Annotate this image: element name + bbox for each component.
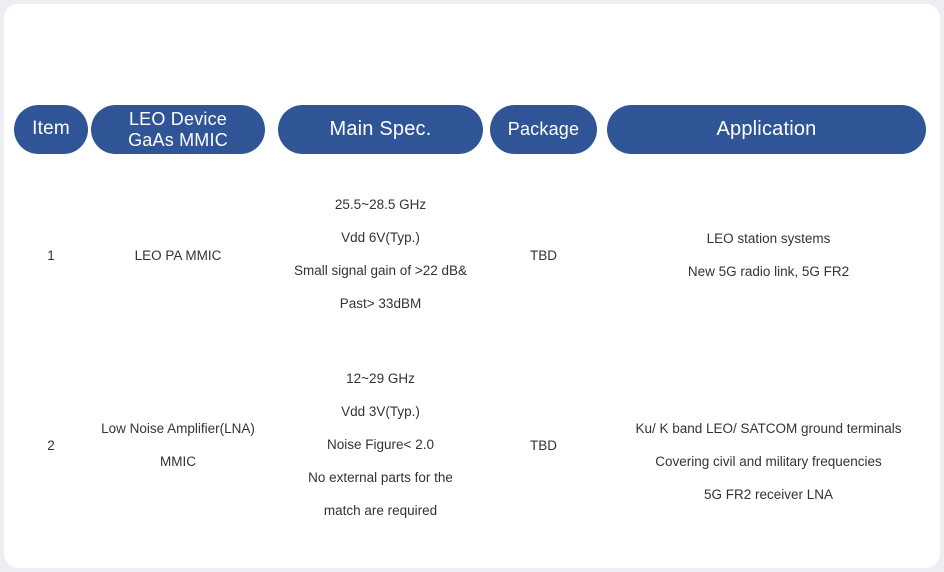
spec-line: Small signal gain of >22 dB& xyxy=(294,263,467,278)
header-label-main-spec: Main Spec. xyxy=(329,117,432,140)
header-pill-item[interactable]: Item xyxy=(14,105,88,154)
application-line: Covering civil and military frequencies xyxy=(655,454,882,469)
row-application: LEO station systems New 5G radio link, 5… xyxy=(603,222,934,288)
row-device-line: Low Noise Amplifier(LNA) xyxy=(101,421,255,436)
row-package: TBD xyxy=(530,438,557,453)
header-label-item: Item xyxy=(32,118,70,140)
spec-line: No external parts for the xyxy=(308,470,453,485)
table-row: 1 LEO PA MMIC 25.5~28.5 GHz Vdd 6V(Typ.)… xyxy=(4,172,940,322)
spec-line: 12~29 GHz xyxy=(346,371,415,386)
header-pill-package[interactable]: Package xyxy=(490,105,597,154)
header-label-application: Application xyxy=(716,117,817,140)
row-device-line: LEO PA MMIC xyxy=(134,248,222,263)
application-line: Ku/ K band LEO/ SATCOM ground terminals xyxy=(635,421,902,436)
row-device-name: Low Noise Amplifier(LNA) MMIC xyxy=(91,412,265,478)
header-label-device-line1: LEO Device xyxy=(128,108,228,129)
header-pill-device[interactable]: LEO Device GaAs MMIC xyxy=(91,105,265,154)
application-line: New 5G radio link, 5G FR2 xyxy=(687,264,850,279)
header-pill-main-spec[interactable]: Main Spec. xyxy=(278,105,483,154)
row-device-name: LEO PA MMIC xyxy=(91,239,265,272)
row-item-number: 1 xyxy=(47,248,55,263)
spec-line: Past> 33dBM xyxy=(339,296,422,311)
row-device-line: MMIC xyxy=(160,454,196,469)
spec-line: Noise Figure< 2.0 xyxy=(327,437,434,452)
table-row: 2 Low Noise Amplifier(LNA) MMIC 12~29 GH… xyxy=(4,353,940,533)
spec-line: Vdd 6V(Typ.) xyxy=(341,230,420,245)
spec-line: match are required xyxy=(323,503,438,518)
header-label-package: Package xyxy=(507,119,580,140)
row-application: Ku/ K band LEO/ SATCOM ground terminals … xyxy=(603,412,934,511)
table-header-row: Item LEO Device GaAs MMIC Main Spec. Pac… xyxy=(4,105,940,158)
table-body: 1 LEO PA MMIC 25.5~28.5 GHz Vdd 6V(Typ.)… xyxy=(4,158,940,568)
slide-card: Item LEO Device GaAs MMIC Main Spec. Pac… xyxy=(4,4,940,568)
row-main-spec: 25.5~28.5 GHz Vdd 6V(Typ.) Small signal … xyxy=(278,188,483,320)
header-pill-application[interactable]: Application xyxy=(607,105,926,154)
application-line: 5G FR2 receiver LNA xyxy=(703,487,834,502)
row-main-spec: 12~29 GHz Vdd 3V(Typ.) Noise Figure< 2.0… xyxy=(278,362,483,527)
header-label-device-line2: GaAs MMIC xyxy=(128,129,228,150)
spec-line: 25.5~28.5 GHz xyxy=(334,197,427,212)
application-line: LEO station systems xyxy=(706,231,831,246)
spec-line: Vdd 3V(Typ.) xyxy=(341,404,420,419)
row-package: TBD xyxy=(530,248,557,263)
row-item-number: 2 xyxy=(47,438,55,453)
